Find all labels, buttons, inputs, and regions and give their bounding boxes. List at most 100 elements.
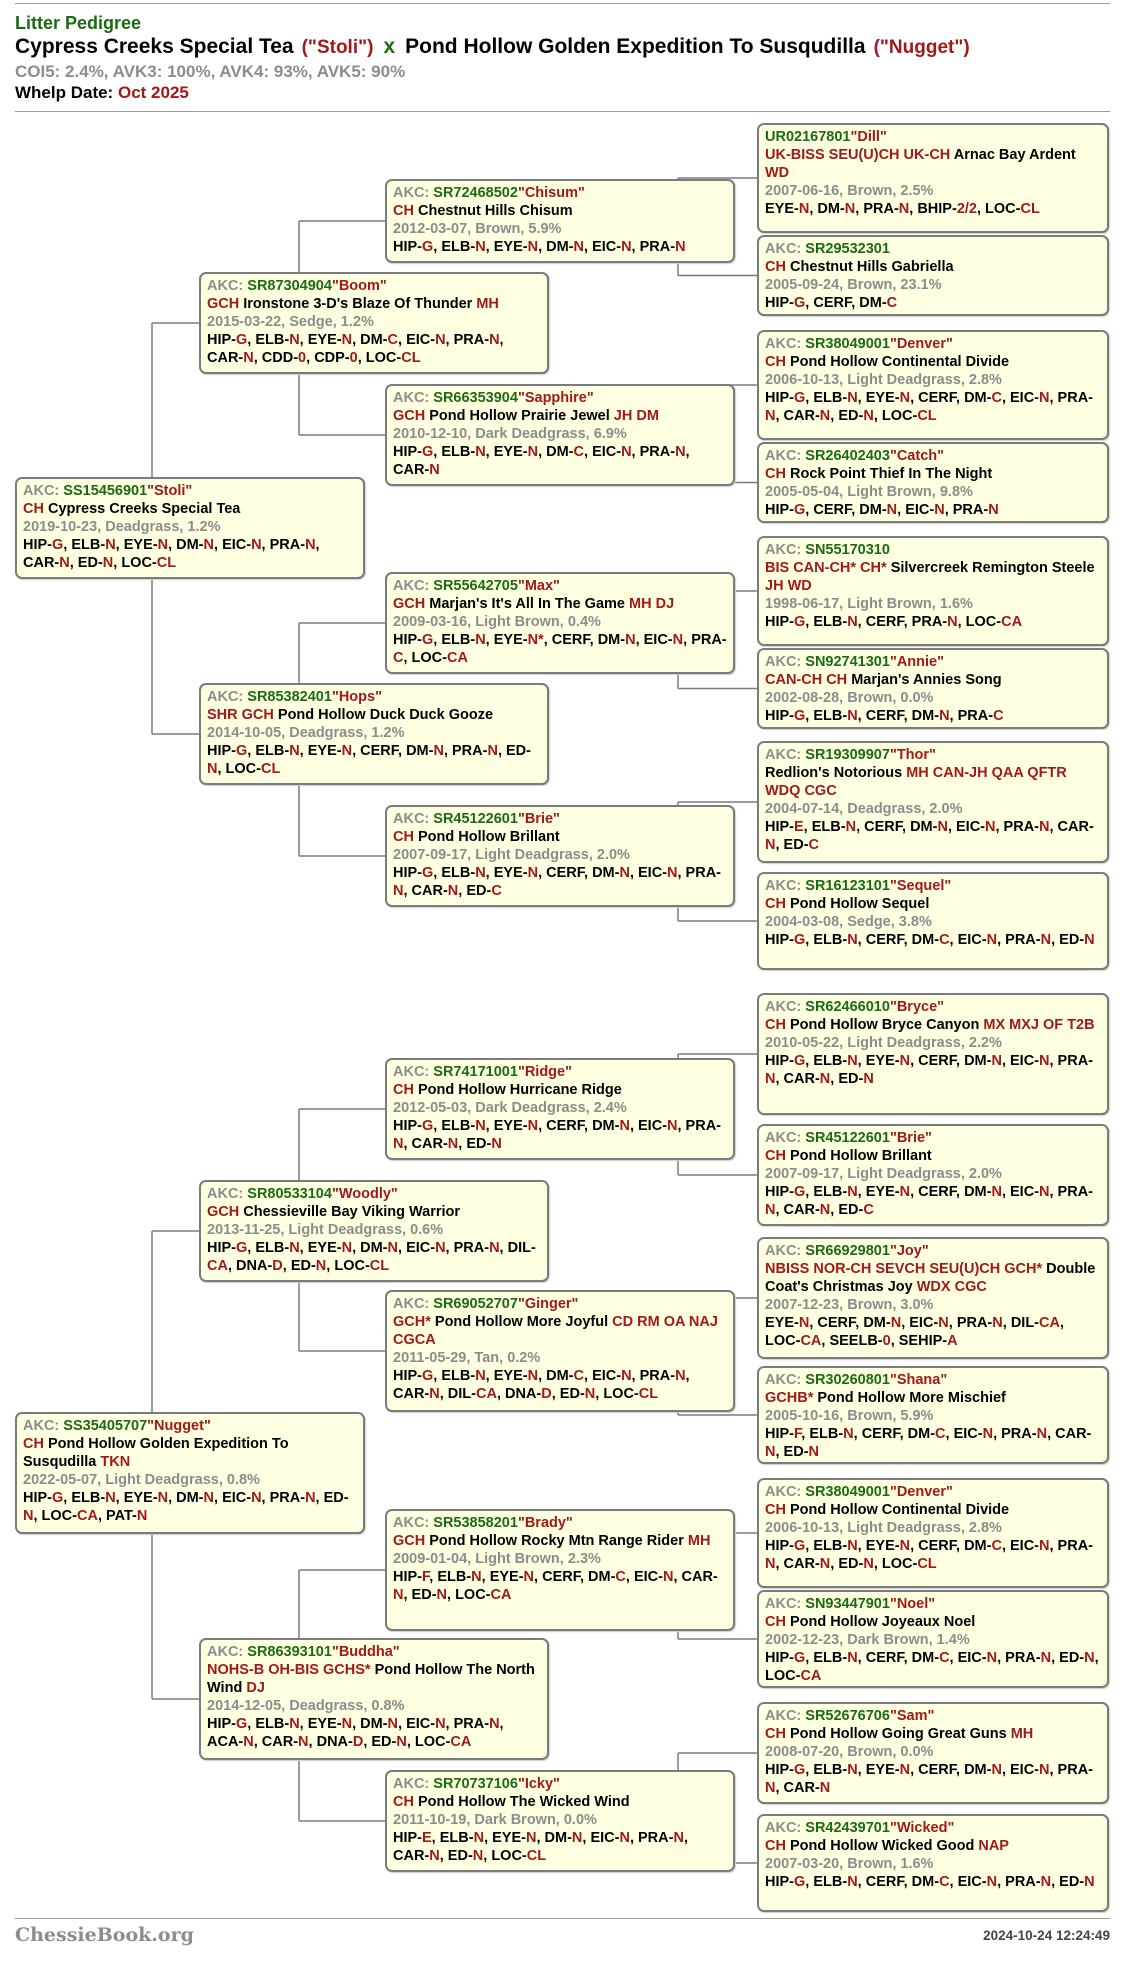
dog-name: Pond Hollow Going Great Guns	[789, 1726, 1007, 1742]
health-result: CA	[490, 1587, 512, 1603]
registry-org: AKC:	[765, 878, 802, 894]
health-result: N	[435, 1240, 446, 1256]
health-result: N	[819, 1202, 831, 1218]
health-result: N	[157, 1490, 169, 1506]
dog-name: Pond Hollow Sequel	[789, 896, 930, 912]
health-test-ed-: ED-	[838, 1556, 864, 1572]
health-test-elb-: ELB-	[813, 1053, 848, 1069]
dog-card-noel[interactable]: AKC: SN93447901"Noel"CH Pond Hollow Joye…	[757, 1590, 1109, 1688]
health-result: N	[847, 614, 858, 630]
dog-card-sequel[interactable]: AKC: SR16123101"Sequel"CH Pond Hollow Se…	[757, 872, 1109, 970]
dog-card-denver2[interactable]: AKC: SR38049001"Denver"CH Pond Hollow Co…	[757, 1478, 1109, 1588]
dog-card-stoli[interactable]: AKC: SS15456901"Stoli"CH Cypress Creeks …	[15, 477, 365, 579]
dog-card-sam[interactable]: AKC: SR52676706"Sam"CH Pond Hollow Going…	[757, 1702, 1109, 1804]
health-test-loc-: LOC-	[985, 201, 1021, 217]
dog-card-brie1[interactable]: AKC: SR45122601"Brie"CH Pond Hollow Bril…	[385, 805, 735, 907]
dog-info-line: 2005-10-16, Brown, 5.9%	[765, 1407, 1101, 1425]
whelp-label: Whelp Date:	[15, 83, 114, 102]
health-result: N	[475, 1118, 486, 1134]
dog-card-brady[interactable]: AKC: SR53858201"Brady"GCH Pond Hollow Ro…	[385, 1509, 735, 1631]
dog-card-buddha[interactable]: AKC: SR86393101"Buddha"NOHS-B OH-BIS GCH…	[199, 1638, 549, 1760]
dog-card-sapphire[interactable]: AKC: SR66353904"Sapphire"GCH Pond Hollow…	[385, 384, 735, 486]
health-test-loc-: LOC-	[881, 1556, 918, 1572]
dog-registration-line: AKC: SS15456901"Stoli"	[23, 482, 357, 500]
dog-card-woodly[interactable]: AKC: SR80533104"Woodly"GCH Chessieville …	[199, 1180, 549, 1282]
health-result: N	[475, 444, 486, 460]
health-test-eic-: EIC-	[406, 1240, 436, 1256]
registration-number: SR72468502	[433, 185, 518, 201]
health-test-dm-: DM-	[597, 632, 626, 648]
dog-health-clearances: HIP-G, CERF, DM-N, EIC-N, PRA-N	[765, 502, 999, 518]
health-result: N	[489, 1716, 500, 1732]
health-test-cerf: CERF	[542, 1569, 580, 1585]
health-result: N	[1039, 1053, 1050, 1069]
dog-titles: DJ	[246, 1680, 265, 1696]
dog-registration-line: AKC: SR45122601"Brie"	[765, 1129, 1101, 1147]
health-test-dm-: DM-	[859, 502, 887, 518]
dog-health-clearances: HIP-G, ELB-N, EYE-N, DM-C, EIC-N, PRA-N,…	[393, 1368, 690, 1402]
health-result: N	[471, 1569, 482, 1585]
health-result: N	[898, 201, 910, 217]
health-test-eye-: EYE-	[492, 1830, 526, 1846]
dog-card-wicked[interactable]: AKC: SR42439701"Wicked"CH Pond Hollow Wi…	[757, 1814, 1109, 1912]
dog-registered-name: GCHB* Pond Hollow More Mischief	[765, 1389, 1101, 1407]
dog-card-shana[interactable]: AKC: SR30260801"Shana"GCHB* Pond Hollow …	[757, 1366, 1109, 1464]
dog-card-nugget[interactable]: AKC: SS35405707"Nugget"CH Pond Hollow Go…	[15, 1412, 365, 1534]
dog-registered-name: CH Pond Hollow Wicked Good NAP	[765, 1837, 1101, 1855]
dog-titles: WDX CGC	[916, 1279, 987, 1295]
health-result: CL	[638, 1386, 659, 1402]
dog-registration-line: AKC: SR38049001"Denver"	[765, 1483, 1101, 1501]
dog-card-bryce[interactable]: AKC: SR62466010"Bryce"CH Pond Hollow Bry…	[757, 993, 1109, 1115]
dog-health-clearances: HIP-G, ELB-N, EYE-N, CERF, DM-C, EIC-N, …	[765, 390, 1093, 424]
dog-birth-color-coi: 2004-07-14, Deadgrass, 2.0%	[765, 801, 963, 817]
dog-card-ridge[interactable]: AKC: SR74171001"Ridge"CH Pond Hollow Hur…	[385, 1058, 735, 1160]
dog-card-thor[interactable]: AKC: SR19309907"Thor"Redlion's Notorious…	[757, 741, 1109, 863]
health-result: N	[675, 239, 686, 255]
health-result: N	[387, 1716, 398, 1732]
dog-card-ginger[interactable]: AKC: SR69052707"Ginger"GCH* Pond Hollow …	[385, 1290, 735, 1412]
health-test-dm-: DM-	[907, 1426, 936, 1442]
health-test-loc-: LOC-	[881, 408, 918, 424]
health-result: N	[105, 537, 116, 553]
dog-card-max[interactable]: AKC: SR55642705"Max"GCH Marjan's It's Al…	[385, 572, 735, 674]
dog-card-boom[interactable]: AKC: SR87304904"Boom"GCH Ironstone 3-D's…	[199, 272, 549, 374]
dog-titles: BIS CAN-CH* CH*	[765, 560, 887, 576]
health-test-car-: CAR-	[783, 1071, 820, 1087]
registration-number: SN55170310	[805, 542, 890, 558]
dog-card-joy[interactable]: AKC: SR66929801"Joy"NBISS NOR-CH SEVCH S…	[757, 1237, 1109, 1359]
dog-card-icky[interactable]: AKC: SR70737106"Icky"CH Pond Hollow The …	[385, 1770, 735, 1872]
health-result: N	[765, 1444, 776, 1460]
call-name: "Catch"	[889, 448, 944, 464]
dog-card-chisum[interactable]: AKC: SR72468502"Chisum"CH Chestnut Hills…	[385, 179, 735, 263]
health-test-eic-: EIC-	[909, 1315, 939, 1331]
health-result: G	[236, 1716, 248, 1732]
health-test-cdp-: CDP-	[314, 350, 350, 366]
dog-registered-name: GCH* Pond Hollow More Joyful CD RM OA NA…	[393, 1313, 727, 1349]
health-test-loc-: LOC-	[765, 1668, 801, 1684]
dog-card-denver1[interactable]: AKC: SR38049001"Denver"CH Pond Hollow Co…	[757, 330, 1109, 440]
dog-birth-color-coi: 2015-03-22, Sedge, 1.2%	[207, 314, 374, 330]
dog-card-annie[interactable]: AKC: SN92741301"Annie"CAN-CH CH Marjan's…	[757, 648, 1109, 729]
health-result: N	[472, 1848, 484, 1864]
dog-card-hops[interactable]: AKC: SR85382401"Hops"SHR GCH Pond Hollow…	[199, 683, 549, 785]
dog-health-clearances: HIP-E, ELB-N, CERF, DM-N, EIC-N, PRA-N, …	[765, 819, 1094, 853]
health-test-hip-: HIP-	[207, 1716, 236, 1732]
health-test-eic-: EIC-	[957, 932, 987, 948]
dog-card-catch[interactable]: AKC: SR26402403"Catch"CH Rock Point Thie…	[757, 442, 1109, 523]
dog-name: Cypress Creeks Special Tea	[47, 501, 241, 517]
dog-card-dill[interactable]: UR02167801"Dill"UK-BISS SEU(U)CH UK-CH A…	[757, 123, 1109, 233]
health-result: N	[393, 1587, 404, 1603]
dog-registration-line: UR02167801"Dill"	[765, 128, 1101, 146]
health-test-pra-: PRA-	[1005, 932, 1041, 948]
health-test-elb-: ELB-	[813, 708, 848, 724]
dog-card-brie2[interactable]: AKC: SR45122601"Brie"CH Pond Hollow Bril…	[757, 1124, 1109, 1226]
health-test-ed-: ED-	[466, 1136, 492, 1152]
health-test-ed-: ED-	[371, 1734, 397, 1750]
health-test-elb-: ELB-	[441, 239, 476, 255]
health-result: N	[489, 1240, 500, 1256]
health-result: G	[794, 1874, 806, 1890]
health-result: 0	[349, 350, 358, 366]
health-result: N	[523, 1569, 535, 1585]
